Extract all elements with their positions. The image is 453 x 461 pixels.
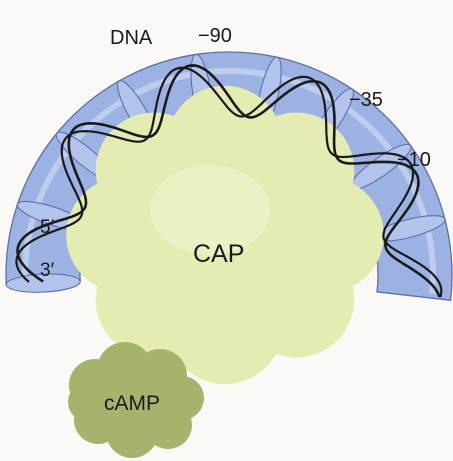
dna-label: DNA xyxy=(110,27,153,49)
position-minus-35-label: −35 xyxy=(349,89,383,111)
five-prime-label: 5′ xyxy=(40,217,55,238)
cap-label: CAP xyxy=(193,240,244,268)
position-minus-10-label: −10 xyxy=(397,149,431,171)
three-prime-label: 3′ xyxy=(40,260,55,281)
cap-protein xyxy=(66,86,384,384)
position-minus-90-label: −90 xyxy=(198,25,232,47)
camp-label: cAMP xyxy=(104,392,160,415)
